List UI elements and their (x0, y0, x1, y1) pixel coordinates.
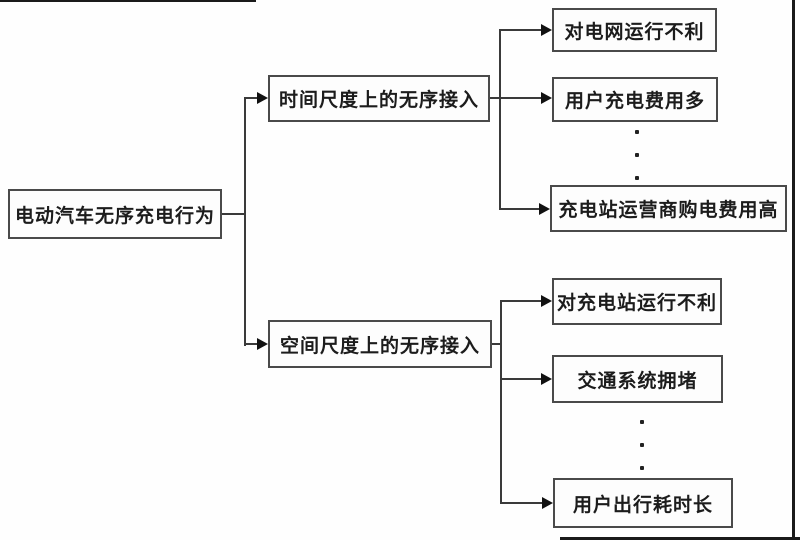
connector-line (499, 208, 540, 210)
connector-line (500, 378, 542, 380)
node-space-scale-disorderly-access: 空间尺度上的无序接入 (268, 320, 492, 368)
node-bad-for-grid-operation: 对电网运行不利 (552, 8, 717, 52)
arrow-right-icon (541, 24, 552, 36)
connector-line (500, 300, 502, 504)
node-station-operator-power-cost-high: 充电站运营商购电费用高 (550, 185, 787, 232)
connector-line (499, 97, 542, 99)
arrow-right-icon (539, 203, 550, 215)
node-traffic-system-congestion: 交通系统拥堵 (552, 355, 723, 403)
bottom-right-border-artifact (560, 537, 800, 540)
connector-line (244, 343, 258, 345)
connector-line (499, 29, 542, 31)
node-bad-for-charging-station-operation: 对充电站运行不利 (552, 278, 722, 325)
arrow-right-icon (257, 338, 268, 350)
arrow-right-icon (541, 295, 552, 307)
connector-line (500, 300, 542, 302)
connector-line (492, 343, 502, 345)
connector-line (222, 213, 246, 215)
arrow-right-icon (542, 497, 553, 509)
connector-line (499, 29, 501, 210)
right-border-artifact (792, 0, 795, 540)
connector-line (244, 97, 246, 346)
node-root-ev-disorderly-charging: 电动汽车无序充电行为 (8, 189, 222, 239)
node-user-charging-cost-high: 用户充电费用多 (552, 77, 718, 122)
top-left-border-artifact (0, 0, 256, 2)
node-time-scale-disorderly-access: 时间尺度上的无序接入 (268, 75, 490, 122)
arrow-right-icon (541, 373, 552, 385)
connector-line (244, 97, 258, 99)
node-user-travel-time-long: 用户出行耗时长 (553, 478, 733, 528)
arrow-right-icon (541, 92, 552, 104)
connector-line (490, 97, 501, 99)
arrow-right-icon (257, 92, 268, 104)
connector-line (500, 502, 543, 504)
